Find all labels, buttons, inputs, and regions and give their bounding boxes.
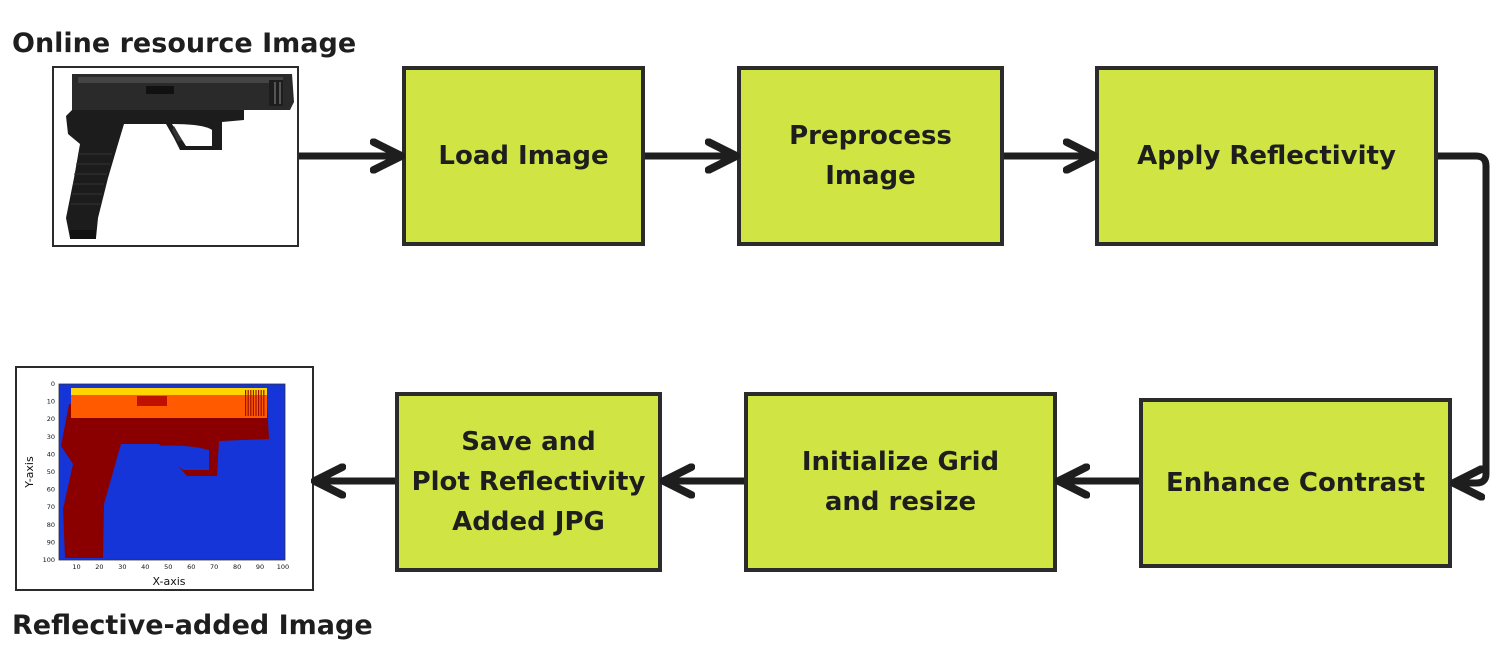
plot-x-tick-label: 30 <box>118 563 126 571</box>
step-label-line: Image <box>825 161 916 191</box>
plot-serration <box>263 390 265 416</box>
plot-ejection-port <box>137 396 167 406</box>
step-initialize-grid: Initialize Grid and resize <box>744 392 1057 572</box>
plot-serration <box>245 390 247 416</box>
plot-y-tick-label: 100 <box>43 556 55 564</box>
step-label: Load Image <box>438 136 608 176</box>
step-label-line: Load Image <box>438 141 609 171</box>
step-label-line: Apply Reflectivity <box>1137 141 1396 171</box>
plot-trigger-guard-gap <box>155 445 209 470</box>
step-apply-reflectivity: Apply Reflectivity <box>1095 66 1438 246</box>
plot-x-tick-label: 90 <box>256 563 264 571</box>
step-load-image: Load Image <box>402 66 645 246</box>
plot-x-tick-label: 50 <box>164 563 172 571</box>
plot-y-tick-label: 0 <box>51 380 55 388</box>
plot-serration <box>255 390 257 416</box>
reflectivity-plot: 10 20 30 40 50 60 70 80 90 100 0 10 20 30 40 50 60 70 80 90… <box>23 380 289 588</box>
step-label-line: Added JPG <box>452 507 605 537</box>
input-pistol-image <box>52 66 299 247</box>
plot-serration <box>258 390 260 416</box>
output-reflectivity-image: 10 20 30 40 50 60 70 80 90 100 0 10 20 30 40 50 60 70 80 90… <box>15 366 314 591</box>
plot-y-tick-label: 20 <box>47 415 55 423</box>
step-label-line: Preprocess <box>789 121 952 151</box>
plot-y-tick-label: 30 <box>47 433 55 441</box>
step-label: Apply Reflectivity <box>1137 136 1396 176</box>
plot-x-tick-label: 70 <box>210 563 218 571</box>
plot-serration <box>250 390 252 416</box>
plot-y-tick-label: 50 <box>47 468 55 476</box>
plot-x-tick-label: 40 <box>141 563 149 571</box>
plot-y-tick-label: 70 <box>47 503 55 511</box>
step-label-line: Initialize Grid <box>801 447 1000 477</box>
pistol-photo <box>66 74 294 239</box>
plot-x-tick-label: 80 <box>233 563 241 571</box>
step-enhance-contrast: Enhance Contrast <box>1139 398 1452 568</box>
plot-x-tick-label: 20 <box>95 563 103 571</box>
plot-serration <box>252 390 254 416</box>
plot-x-axis-label: X-axis <box>153 575 186 588</box>
plot-slide-top-highlight <box>71 388 267 395</box>
plot-y-tick-label: 60 <box>47 486 55 494</box>
plot-x-tick-label: 100 <box>277 563 289 571</box>
plot-y-tick-label: 40 <box>47 450 55 458</box>
step-label-line: Plot Reflectivity <box>411 467 646 497</box>
step-label-line: Enhance Contrast <box>1165 468 1426 498</box>
plot-y-tick-label: 80 <box>47 521 55 529</box>
step-label: Enhance Contrast <box>1166 463 1425 503</box>
plot-serration <box>260 390 262 416</box>
input-image-title: Online resource Image <box>12 28 357 59</box>
step-label-line: Save and <box>461 427 596 457</box>
plot-y-tick-label: 10 <box>47 398 55 406</box>
output-image-title: Reflective-added Image <box>12 610 373 641</box>
step-label-line: and resize <box>824 487 977 517</box>
plot-serration <box>247 390 249 416</box>
plot-x-tick-label: 60 <box>187 563 195 571</box>
plot-x-tick-label: 10 <box>72 563 80 571</box>
step-label: Initialize Grid and resize <box>802 442 999 522</box>
plot-y-tick-label: 90 <box>47 538 55 546</box>
plot-object-body <box>61 404 269 558</box>
plot-y-axis-label: Y-axis <box>23 456 36 489</box>
